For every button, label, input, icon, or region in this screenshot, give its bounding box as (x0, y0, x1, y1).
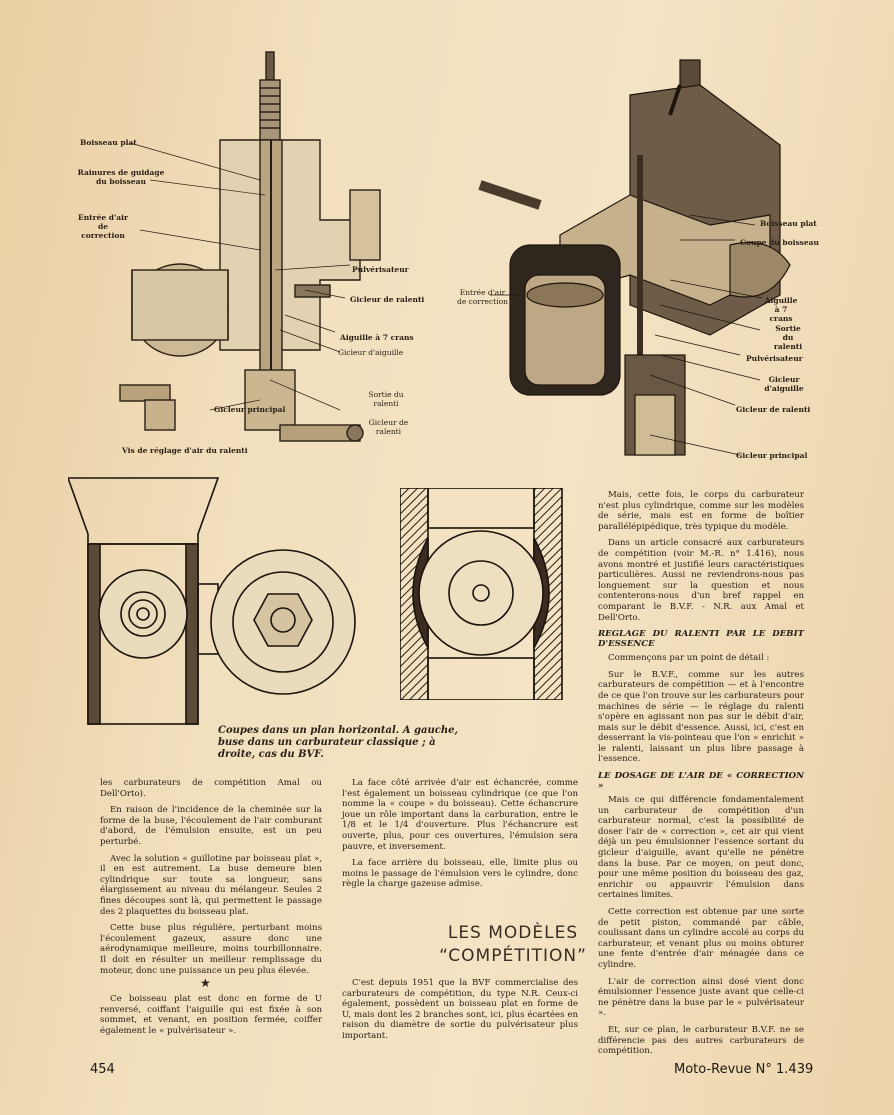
paragraph: Dans un article consacré aux carburateur… (598, 538, 804, 623)
paragraph: Avec la solution « guillotine par boisse… (100, 853, 322, 917)
label-left-sortie-ralenti: Sortie du ralenti (368, 390, 404, 408)
column-left-after-star: Ce boisseau plat est donc en forme de U … (100, 994, 322, 1042)
horizontal-section-classic (68, 477, 356, 725)
paragraph: Cette buse plus régulière, perturbant mo… (100, 923, 322, 976)
section-title-line1: LES MODÈLES (447, 923, 579, 943)
label-right-coupe-boisseau: Coupe du boisseau (740, 238, 819, 247)
paragraph: La face arrière du boisseau, elle, limit… (342, 858, 578, 890)
label-right-gicleur-ralenti: Gicleur de ralenti (736, 405, 811, 414)
heading-dosage-air: LE DOSAGE DE L'AIR DE « CORRECTION » (598, 771, 804, 792)
label-right-boisseau-plat: Boisseau plat (760, 219, 817, 228)
label-right-aiguille: Aiguille à 7 crans (764, 296, 798, 323)
paragraph: La face côté arrivée d'air est échancrée… (342, 778, 578, 852)
paragraph: C'est depuis 1951 que la BVF commerciali… (342, 978, 578, 1041)
paragraph: L'air de correction ainsi dosé vient don… (598, 976, 804, 1019)
paragraph: Cette correction est obtenue par une sor… (598, 907, 804, 970)
label-right-sortie-ralenti: Sortie du ralenti (773, 324, 803, 351)
column-middle-after-title: C'est depuis 1951 que la BVF commerciali… (342, 978, 578, 1048)
label-right-entree-air: Entrée d'air de correction (457, 288, 508, 306)
paragraph: Et, sur ce plan, le carburateur B.V.F. n… (598, 1024, 804, 1057)
label-left-entree-air: Entrée d'air de correction (78, 213, 128, 240)
figure-caption: Coupes dans un plan horizontal. A gauche… (218, 725, 458, 760)
label-left-vis-reglage: Vis de réglage d'air du ralenti (122, 446, 248, 455)
label-right-gicleur-principal: Gicleur principal (736, 451, 808, 460)
left-carburetor-drawing (119, 51, 381, 442)
paragraph: En raison de l'incidence de la cheminée … (100, 805, 322, 847)
column-left: les carburateurs de compétition Amal ou … (100, 778, 322, 982)
right-carburetor-cutaway (478, 59, 791, 456)
label-left-gicleur-ralenti: Gicleur de ralenti (350, 295, 425, 304)
paragraph: Mais ce qui différencie fondamentalement… (598, 795, 804, 901)
label-left-boisseau-plat: Boisseau plat (80, 138, 137, 147)
label-left-gicleur-ralenti-2: Gicleur de ralenti (368, 418, 409, 436)
column-middle: La face côté arrivée d'air est échancrée… (342, 778, 578, 896)
label-left-pulverisateur: Pulvérisateur (352, 265, 409, 274)
paragraph: Ce boisseau plat est donc en forme de U … (100, 994, 322, 1036)
paragraph: Mais, cette fois, le corps du carburateu… (598, 490, 804, 532)
label-left-aiguille: Aiguille à 7 crans (340, 333, 414, 342)
section-title-line2: “COMPÉTITION” (439, 946, 587, 966)
label-right-pulverisateur: Pulvérisateur (746, 354, 803, 363)
label-left-gicleur-principal: Gicleur principal (214, 405, 286, 414)
label-left-gicleur-aiguille: Gicleur d'aiguille (338, 348, 404, 357)
heading-reglage-ralenti: REGLAGE DU RALENTI PAR LE DEBIT D'ESSENC… (598, 629, 804, 650)
column-right: Mais, cette fois, le corps du carburateu… (598, 490, 804, 1063)
label-left-rainures: Rainures de guidage du boisseau (77, 168, 165, 186)
horizontal-section-bvf (400, 488, 563, 700)
magazine-issue: Moto-Revue N° 1.439 (674, 1062, 814, 1077)
label-right-gicleur-aiguille: Gicleur d'aiguille (764, 375, 804, 393)
paragraph: Sur le B.V.F., comme sur les autres carb… (598, 669, 805, 765)
star-separator: ★ (200, 976, 211, 990)
page-number: 454 (90, 1062, 115, 1077)
paragraph: les carburateurs de compétition Amal ou … (100, 778, 322, 799)
paragraph: Commençons par un point de détail : (608, 653, 770, 664)
